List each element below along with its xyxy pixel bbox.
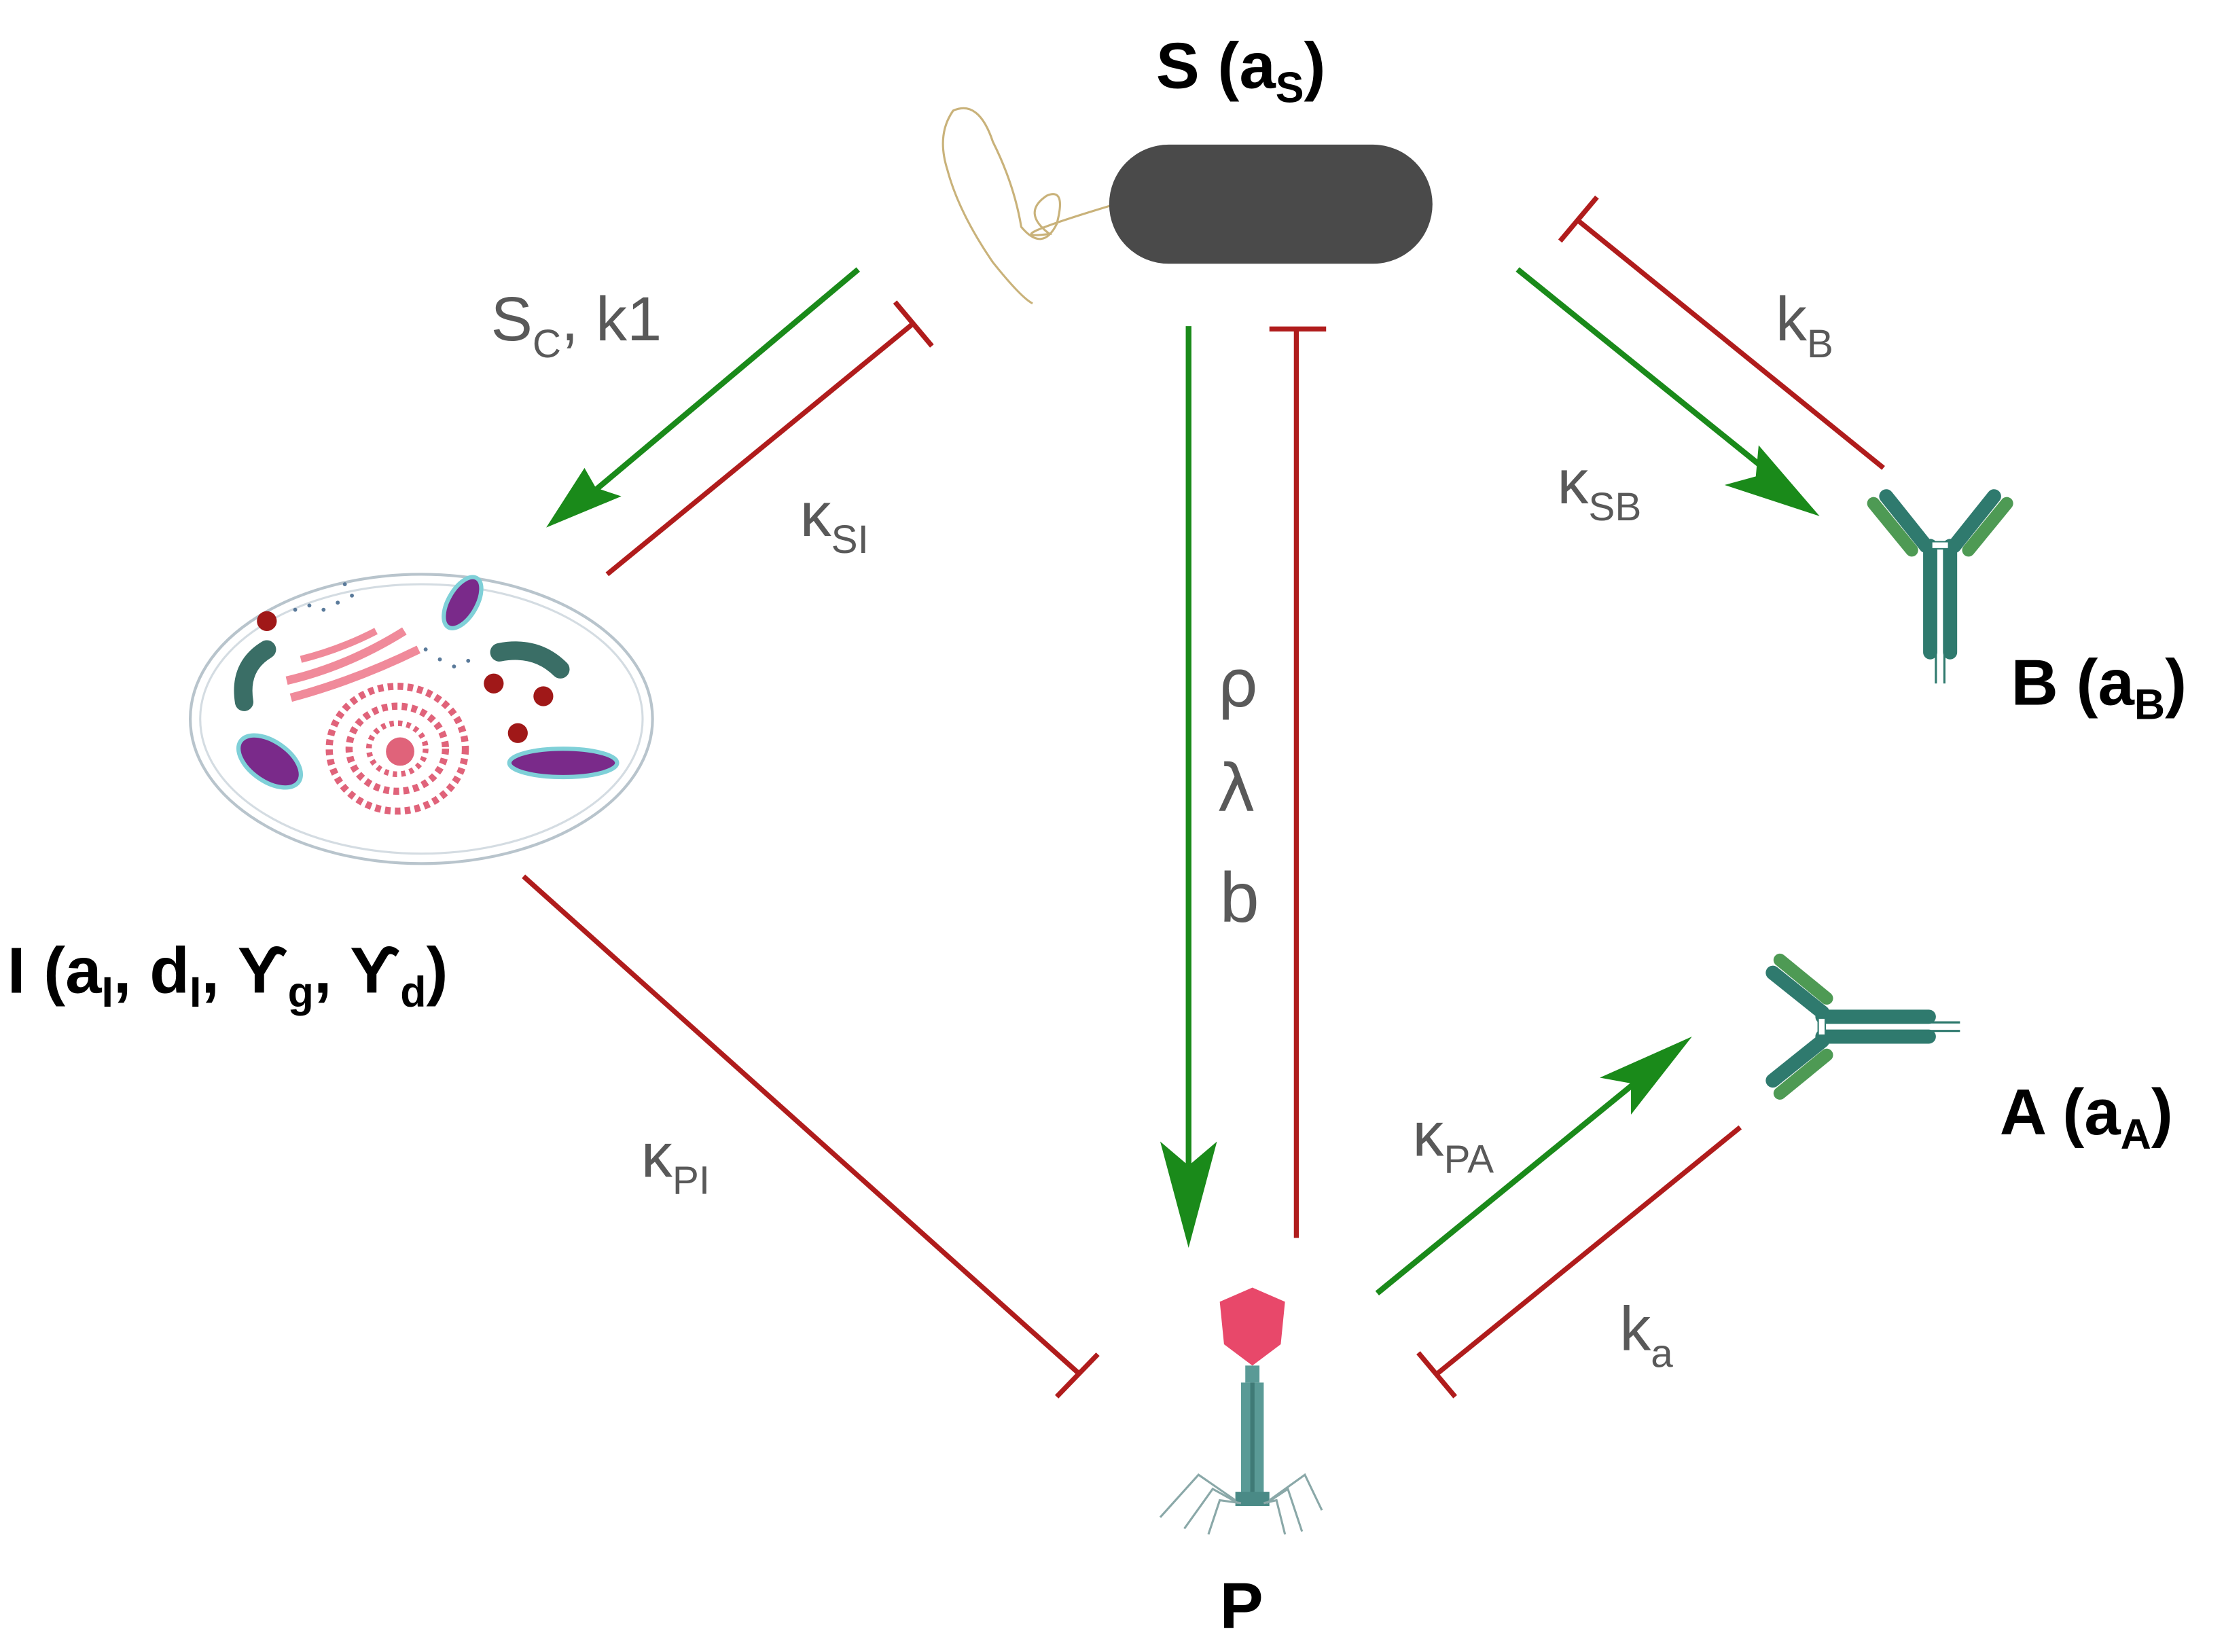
node-label-p: P (1220, 1570, 1263, 1642)
edge-a-inhibits-p (1416, 1125, 1742, 1399)
edge-label-k-b: kB (1776, 285, 1833, 366)
edge-label-sc-k1: SC, k1 (491, 285, 662, 366)
antibody-icon (1765, 953, 1960, 1100)
edge-label-k-a: ka (1619, 1294, 1673, 1376)
edge-i-inhibits-p (522, 874, 1100, 1399)
node-label-a: A (aA) (2000, 1076, 2173, 1158)
host-cell-icon (189, 573, 654, 865)
antibody-icon (1867, 489, 2013, 684)
edge-label-b: b (1220, 859, 1259, 937)
edge-b-inhibits-s (1558, 195, 1885, 470)
edge-p-to-a-activation (1375, 1037, 1692, 1296)
edge-s-to-b-activation (1515, 267, 1820, 516)
phage-icon (1159, 1287, 1323, 1535)
edge-label-kappa-si: κSI (800, 480, 869, 562)
edge-s-to-i-activation (546, 267, 861, 528)
edge-label-lambda: λ (1217, 751, 1255, 827)
bacterium-icon (941, 107, 1433, 305)
node-label-s: S (aS) (1156, 29, 1326, 111)
edge-label-kappa-sb: κSB (1557, 448, 1641, 529)
edge-label-kappa-pa: κPA (1413, 1100, 1494, 1181)
edge-label-kappa-pi: κPI (641, 1121, 710, 1203)
edge-label-rho: ρ (1217, 646, 1258, 722)
node-label-b: B (aB) (2011, 647, 2187, 729)
edge-i-inhibits-s (605, 300, 934, 577)
edge-p-inhibits-s (1269, 326, 1327, 1238)
edge-s-to-p-activation (1160, 326, 1217, 1249)
node-label-i: I (aI, dI, ϒg, ϒd) (7, 934, 448, 1016)
